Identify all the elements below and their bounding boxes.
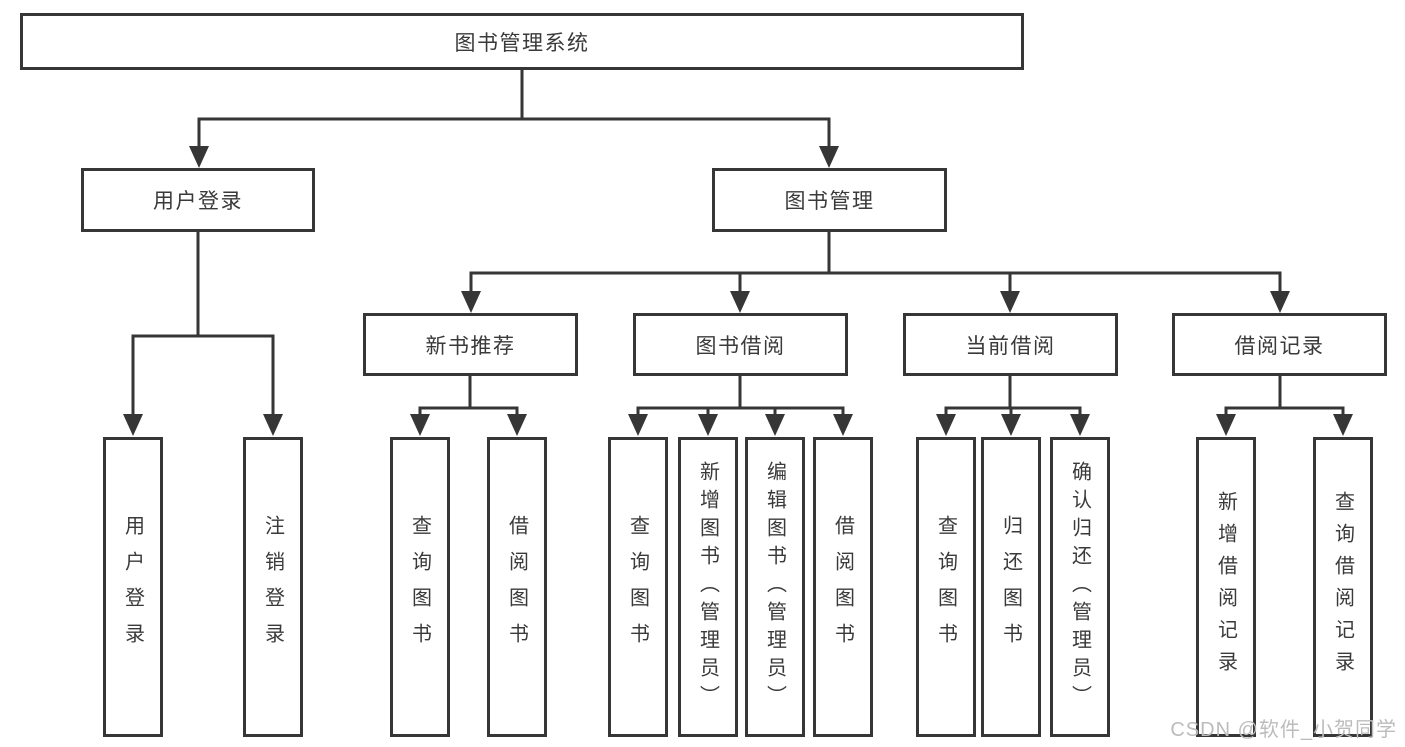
node-label: 用户登录 bbox=[121, 515, 144, 659]
leaf-borrow-edit-books-admin: 编辑图书（管理员） bbox=[745, 437, 805, 737]
node-label: 借阅记录 bbox=[1234, 334, 1325, 358]
node-label: 注销登录 bbox=[261, 515, 284, 659]
node-book-borrowing: 图书借阅 bbox=[633, 313, 848, 376]
node-label: 查询借阅记录 bbox=[1331, 491, 1354, 683]
leaf-borrow-add-books-admin: 新增图书（管理员） bbox=[678, 437, 738, 737]
node-label: 借阅图书 bbox=[831, 515, 854, 659]
node-label: 确认归还（管理员） bbox=[1068, 461, 1091, 713]
leaf-borrow-borrow-books: 借阅图书 bbox=[813, 437, 873, 737]
node-label: 图书管理 bbox=[784, 190, 875, 213]
node-borrowing-records: 借阅记录 bbox=[1172, 313, 1387, 376]
node-label: 用户登录 bbox=[153, 190, 243, 213]
leaf-newbook-query-books: 查询图书 bbox=[390, 437, 450, 737]
node-label: 新增图书（管理员） bbox=[696, 461, 719, 713]
node-root-library-management-system: 图书管理系统 bbox=[20, 13, 1024, 70]
node-label: 借阅图书 bbox=[505, 515, 528, 659]
leaf-records-query-borrow-record: 查询借阅记录 bbox=[1313, 437, 1373, 737]
node-user-login: 用户登录 bbox=[81, 168, 315, 232]
leaf-logout: 注销登录 bbox=[243, 437, 303, 737]
node-label: 当前借阅 bbox=[965, 334, 1056, 358]
leaf-current-return-books: 归还图书 bbox=[981, 437, 1041, 737]
leaf-newbook-borrow-books: 借阅图书 bbox=[487, 437, 547, 737]
node-label: 图书管理系统 bbox=[454, 31, 590, 55]
node-new-book-recommendation: 新书推荐 bbox=[363, 313, 578, 376]
node-label: 编辑图书（管理员） bbox=[763, 461, 786, 713]
leaf-current-query-books: 查询图书 bbox=[916, 437, 976, 737]
node-label: 查询图书 bbox=[934, 515, 957, 659]
node-label: 归还图书 bbox=[999, 515, 1022, 659]
watermark: CSDN @软件_小贺同学 bbox=[1170, 719, 1397, 741]
node-label: 图书借阅 bbox=[695, 334, 786, 358]
node-label: 新书推荐 bbox=[425, 334, 516, 358]
leaf-borrow-query-books: 查询图书 bbox=[608, 437, 668, 737]
node-current-borrowing: 当前借阅 bbox=[903, 313, 1118, 376]
node-label: 查询图书 bbox=[626, 515, 649, 659]
leaf-current-confirm-return-admin: 确认归还（管理员） bbox=[1050, 437, 1110, 737]
leaf-records-add-borrow-record: 新增借阅记录 bbox=[1196, 437, 1256, 737]
node-book-management: 图书管理 bbox=[712, 168, 947, 232]
node-label: 新增借阅记录 bbox=[1214, 491, 1237, 683]
node-label: 查询图书 bbox=[408, 515, 431, 659]
leaf-user-login: 用户登录 bbox=[103, 437, 163, 737]
